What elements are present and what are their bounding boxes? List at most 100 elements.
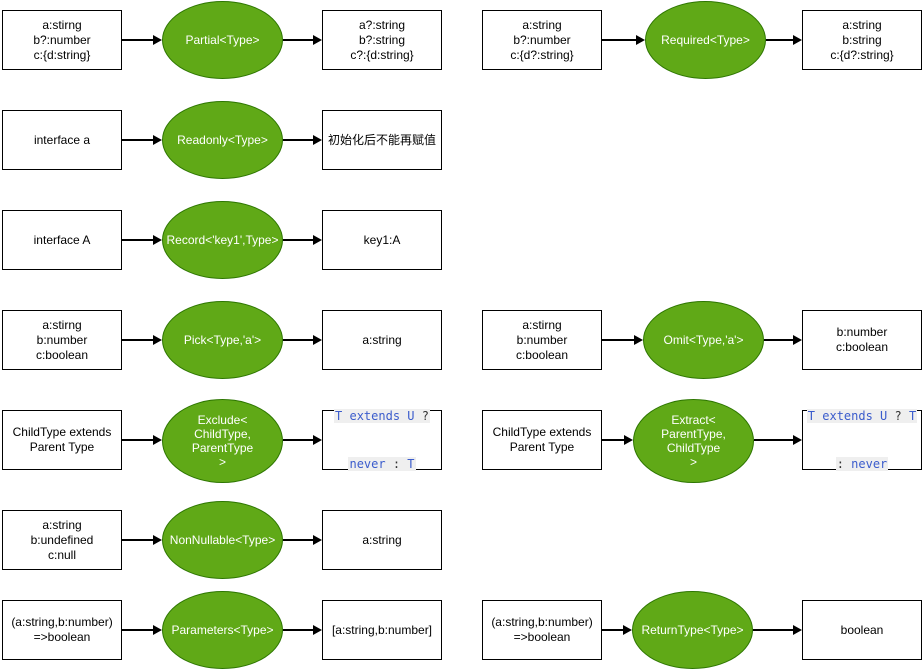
connector-arrow (283, 35, 322, 45)
connector-arrow (602, 625, 632, 635)
pick-input-node[interactable]: a:stirng b:number c:boolean (2, 310, 122, 370)
code-line: : never (807, 456, 917, 472)
arrow-line (122, 239, 154, 241)
arrow-line (283, 539, 314, 541)
exclude-input-node[interactable]: ChildType extends Parent Type (2, 410, 122, 470)
arrow-line (602, 339, 635, 341)
code-snippet: T extends U ? never : T (334, 376, 430, 504)
arrow-line (602, 439, 625, 441)
arrow-line (602, 39, 637, 41)
arrowhead-icon (153, 235, 162, 245)
exclude-output-node[interactable]: T extends U ? never : T (322, 409, 442, 471)
arrowhead-icon (313, 35, 322, 45)
arrow-line (283, 629, 314, 631)
arrowhead-icon (636, 35, 645, 45)
connector-arrow (122, 535, 162, 545)
partial-type-node[interactable]: Partial<Type> (162, 1, 283, 79)
connector-arrow (283, 335, 322, 345)
pick-type-node[interactable]: Pick<Type,'a'> (162, 301, 283, 379)
parameters-input-node[interactable]: (a:string,b:number) =>boolean (2, 600, 122, 660)
arrow-line (602, 629, 624, 631)
returntype-input-node[interactable]: (a:string,b:number) =>boolean (482, 600, 602, 660)
partial-output-node[interactable]: a?:string b?:string c?:{d:string} (322, 10, 442, 70)
returntype-type-node[interactable]: ReturnType<Type> (632, 591, 753, 669)
readonly-output-node[interactable]: 初始化后不能再赋值 (322, 110, 442, 170)
arrow-line (122, 539, 154, 541)
code-line: T extends U ? (334, 408, 430, 424)
exclude-type-node[interactable]: Exclude< ChildType, ParentType > (162, 399, 283, 483)
extract-output-node[interactable]: T extends U ? T : never (802, 408, 922, 472)
code-text: T extends U (335, 409, 422, 423)
arrowhead-icon (313, 625, 322, 635)
code-line: T extends U ? T (806, 408, 918, 424)
parameters-output-node[interactable]: [a:string,b:number] (322, 600, 442, 660)
record-output-node[interactable]: key1:A (322, 210, 442, 270)
arrow-line (754, 439, 794, 441)
arrowhead-icon (313, 135, 322, 145)
nonnullable-type-node[interactable]: NonNullable<Type> (162, 501, 283, 579)
arrowhead-icon (153, 625, 162, 635)
omit-output-node[interactable]: b:number c:boolean (802, 310, 922, 370)
arrowhead-icon (153, 135, 162, 145)
arrow-line (283, 139, 314, 141)
code-text: : (836, 457, 844, 471)
connector-arrow (602, 35, 645, 45)
arrowhead-icon (313, 535, 322, 545)
arrow-line (753, 629, 794, 631)
code-text: ? (894, 409, 902, 423)
arrow-line (283, 39, 314, 41)
arrow-line (283, 239, 314, 241)
readonly-type-node[interactable]: Readonly<Type> (162, 101, 283, 179)
connector-arrow (283, 625, 322, 635)
connector-arrow (122, 625, 162, 635)
record-type-node[interactable]: Record<'key1',Type> (162, 201, 283, 279)
connector-arrow (122, 135, 162, 145)
arrowhead-icon (623, 625, 632, 635)
extract-input-node[interactable]: ChildType extends Parent Type (482, 410, 602, 470)
arrowhead-icon (313, 235, 322, 245)
code-line: never : T (334, 456, 430, 472)
connector-arrow (754, 435, 802, 445)
arrowhead-icon (313, 435, 322, 445)
code-text: T (901, 409, 917, 423)
code-text: ? (421, 409, 429, 423)
parameters-type-node[interactable]: Parameters<Type> (162, 591, 283, 669)
arrow-line (122, 629, 154, 631)
connector-arrow (122, 435, 162, 445)
arrow-line (122, 139, 154, 141)
arrowhead-icon (624, 435, 633, 445)
connector-arrow (283, 235, 322, 245)
nonnullable-output-node[interactable]: a:string (322, 510, 442, 570)
required-input-node[interactable]: a:string b?:number c:{d?:string} (482, 10, 602, 70)
arrowhead-icon (793, 335, 802, 345)
nonnullable-input-node[interactable]: a:string b:undefined c:null (2, 510, 122, 570)
returntype-output-node[interactable]: boolean (802, 600, 922, 660)
record-input-node[interactable]: interface A (2, 210, 122, 270)
extract-type-node[interactable]: Extract< ParentType, ChildType > (633, 399, 754, 483)
arrowhead-icon (153, 435, 162, 445)
arrowhead-icon (793, 435, 802, 445)
required-output-node[interactable]: a:string b:string c:{d?:string} (802, 10, 922, 70)
omit-type-node[interactable]: Omit<Type,'a'> (643, 301, 764, 379)
partial-input-node[interactable]: a:stirng b?:number c:{d:string} (2, 10, 122, 70)
connector-arrow (283, 535, 322, 545)
arrowhead-icon (793, 35, 802, 45)
required-type-node[interactable]: Required<Type> (645, 1, 766, 79)
code-text: T extends U (807, 409, 895, 423)
code-text: never (843, 457, 888, 471)
readonly-input-node[interactable]: interface a (2, 110, 122, 170)
arrow-line (764, 339, 794, 341)
arrowhead-icon (153, 335, 162, 345)
arrow-line (122, 39, 154, 41)
arrow-line (122, 439, 154, 441)
connector-arrow (602, 335, 643, 345)
code-text: never (349, 457, 393, 471)
connector-arrow (764, 335, 802, 345)
arrow-line (766, 39, 794, 41)
pick-output-node[interactable]: a:string (322, 310, 442, 370)
omit-input-node[interactable]: a:stirng b:number c:boolean (482, 310, 602, 370)
connector-arrow (122, 235, 162, 245)
connector-arrow (602, 435, 633, 445)
arrowhead-icon (793, 625, 802, 635)
